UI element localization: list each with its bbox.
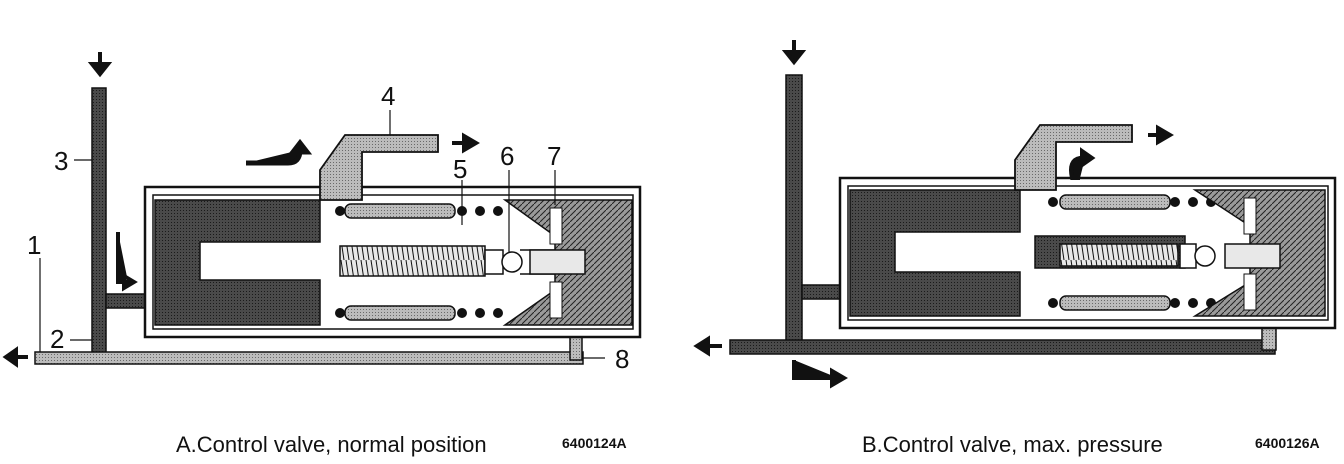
feed-pipe: [105, 293, 151, 309]
label-6: 6: [500, 141, 514, 171]
diagram-b: [693, 40, 1337, 389]
feed-arrow-icon: [116, 232, 138, 292]
bypass-arrow-icon: [792, 360, 848, 389]
piston-chamber: [154, 199, 321, 326]
inlet-arrow-icon: [781, 40, 807, 66]
spring-a: [339, 245, 486, 277]
label-7: 7: [547, 141, 561, 171]
return-line: [34, 351, 584, 365]
outlet-pipe: [319, 134, 439, 201]
figure-code-b: 6400126A: [1255, 435, 1320, 451]
inlet-arrow-icon: [87, 52, 113, 78]
figure-code-a: 6400124A: [562, 435, 627, 451]
label-2: 2: [50, 324, 64, 354]
check-ball: [501, 251, 523, 273]
label-1: 1: [27, 230, 41, 260]
recirc-arrow-icon: [1069, 147, 1096, 180]
label-3: 3: [54, 146, 68, 176]
flow-arrow-icon: [246, 138, 313, 166]
return-arrow-icon: [693, 335, 722, 357]
return-arrow-icon: [2, 346, 28, 368]
diagram-a: 1 2 3 4 5 6 7 8: [2, 52, 642, 374]
label-4: 4: [381, 81, 395, 111]
label-8: 8: [615, 344, 629, 374]
label-5: 5: [453, 154, 467, 184]
outlet-arrow-icon: [1148, 124, 1174, 146]
caption-a: A.Control valve, normal position: [176, 432, 487, 457]
outlet-arrow-icon: [452, 132, 480, 154]
caption-b: B.Control valve, max. pressure: [862, 432, 1163, 457]
inlet-pipe: [91, 87, 107, 359]
